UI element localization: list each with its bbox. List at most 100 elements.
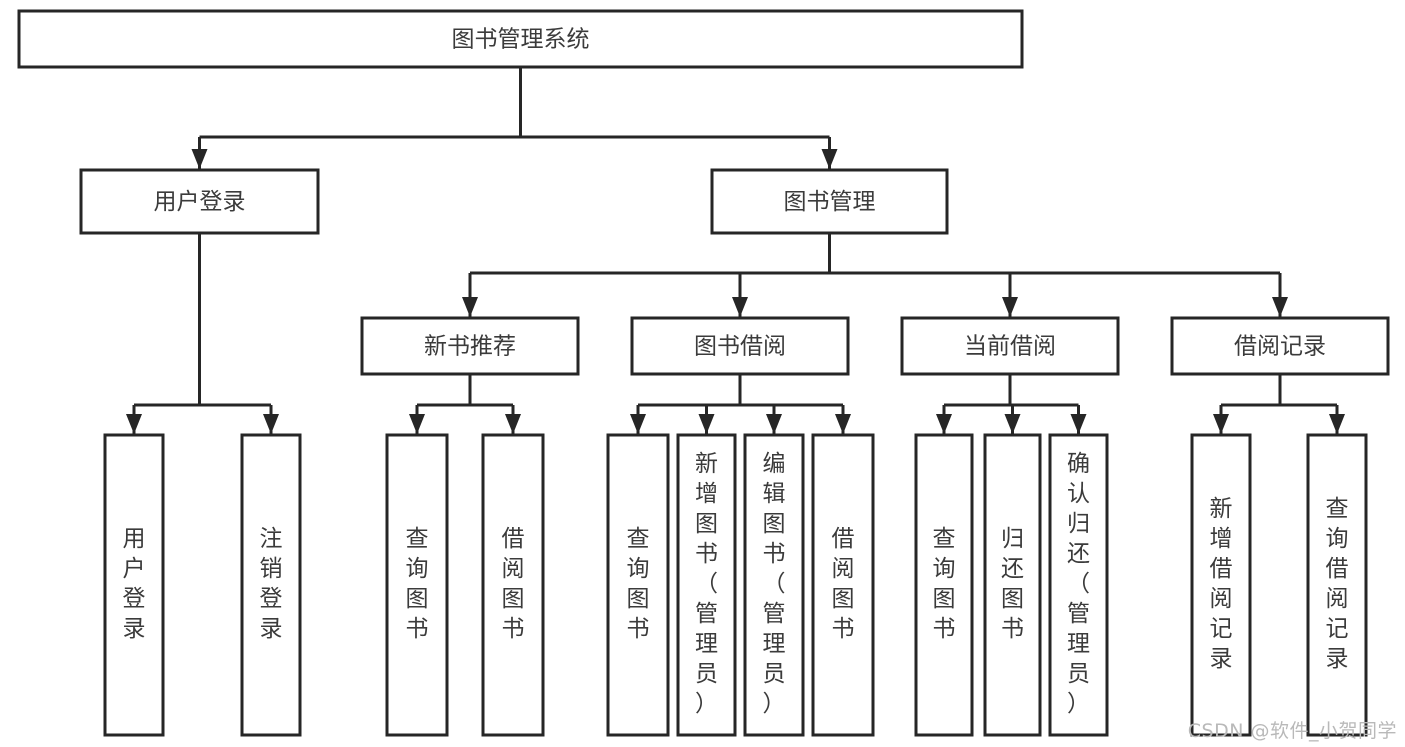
node-label-char: 新 <box>1210 496 1233 522</box>
arrow-head-icon <box>821 149 838 169</box>
node-box[interactable] <box>1306 433 1368 737</box>
node-label-char: 图 <box>1001 586 1024 612</box>
node-box[interactable] <box>630 316 850 376</box>
node-label-char: 还 <box>1067 541 1090 567</box>
node-label-char: 图 <box>695 511 718 537</box>
node-label-char: 图 <box>832 586 855 612</box>
node-box[interactable] <box>1170 316 1390 376</box>
arrow-head-icon <box>409 414 425 434</box>
node-book-management[interactable]: 图书管理 <box>710 168 949 235</box>
node-label-char: 阅 <box>832 556 855 582</box>
node-label-char: ） <box>695 691 718 717</box>
node-label-char: 借 <box>502 526 525 552</box>
node-label-char: 借 <box>1326 556 1349 582</box>
node-box[interactable] <box>481 433 545 737</box>
node-box[interactable] <box>811 433 875 737</box>
arrow-head-icon <box>263 414 279 434</box>
node-box[interactable] <box>710 168 949 235</box>
node-label-char: 用 <box>123 526 146 552</box>
node-box[interactable] <box>676 433 737 737</box>
node-layer: 图书管理系统用户登录图书管理新书推荐图书借阅当前借阅借阅记录用户登录注销登录查询… <box>17 9 1390 737</box>
node-undefined[interactable]: 图书管理系统 <box>17 9 1024 69</box>
node-label-char: 录 <box>260 616 283 642</box>
node-label-char: 增 <box>1210 526 1233 552</box>
node-label-char: 理 <box>695 631 718 657</box>
node-label-char: 认 <box>1067 481 1090 507</box>
node-label-char: 查 <box>406 526 429 552</box>
node-label-char: 书 <box>832 616 855 642</box>
node-label-char: 确 <box>1067 451 1090 477</box>
node-box[interactable] <box>385 433 449 737</box>
node-box[interactable] <box>360 316 580 376</box>
node-box[interactable] <box>103 433 165 737</box>
node-box[interactable] <box>1190 433 1252 737</box>
node-label: 用户登录 <box>154 189 246 215</box>
node-box[interactable] <box>983 433 1042 737</box>
node-label-char: 阅 <box>1210 586 1233 612</box>
arrow-head-icon <box>835 414 851 434</box>
node-borrow-record[interactable]: 借阅记录 <box>1170 316 1390 376</box>
arrow-head-icon <box>462 297 478 317</box>
node-current-borrow[interactable]: 当前借阅 <box>900 316 1120 376</box>
node-label-char: （ <box>695 571 718 597</box>
node-label-char: 图 <box>763 511 786 537</box>
arrow-head-icon <box>126 414 142 434</box>
arrow-head-icon <box>1329 414 1345 434</box>
node-label-char: 借 <box>1210 556 1233 582</box>
arrow-head-icon <box>1272 297 1288 317</box>
node-label: 新书推荐 <box>424 334 516 360</box>
node-user-login[interactable]: 用户登录 <box>79 168 320 235</box>
arrow-head-icon <box>505 414 521 434</box>
node-leaf-user-login[interactable]: 用户登录 <box>103 433 165 737</box>
node-label-char: 借 <box>832 526 855 552</box>
node-label: 当前借阅 <box>964 334 1056 360</box>
node-box[interactable] <box>900 316 1120 376</box>
node-label: 图书借阅 <box>694 334 786 360</box>
node-label-char: 管 <box>695 601 718 627</box>
node-label-char: 还 <box>1001 556 1024 582</box>
node-label-char: 销 <box>260 556 283 582</box>
node-box[interactable] <box>1048 433 1109 737</box>
arrow-head-icon <box>732 297 748 317</box>
node-label-char: 询 <box>627 556 650 582</box>
node-label-char: 书 <box>406 616 429 642</box>
node-label-char: ） <box>1067 691 1090 717</box>
node-box[interactable] <box>240 433 302 737</box>
arrow-head-icon <box>766 414 782 434</box>
node-box[interactable] <box>606 433 670 737</box>
node-label-char: ） <box>763 691 786 717</box>
node-book-borrow[interactable]: 图书借阅 <box>630 316 850 376</box>
node-label-char: 员 <box>763 661 786 687</box>
node-box[interactable] <box>79 168 320 235</box>
arrow-head-icon <box>191 149 208 169</box>
node-label-char: 询 <box>406 556 429 582</box>
node-label-char: 书 <box>1001 616 1024 642</box>
node-label-char: 查 <box>1326 496 1349 522</box>
node-label-char: 理 <box>763 631 786 657</box>
node-box[interactable] <box>17 9 1024 69</box>
node-new-book-recommend[interactable]: 新书推荐 <box>360 316 580 376</box>
arrow-head-icon <box>698 414 715 434</box>
node-label-char: 记 <box>1210 616 1233 642</box>
node-label-char: 登 <box>123 586 146 612</box>
arrow-head-icon <box>630 414 646 434</box>
node-label-char: 书 <box>627 616 650 642</box>
node-label-char: 记 <box>1326 616 1349 642</box>
node-label-char: 管 <box>1067 601 1090 627</box>
node-box[interactable] <box>914 433 974 737</box>
node-label-char: 员 <box>695 661 718 687</box>
node-label-char: 查 <box>933 526 956 552</box>
node-box[interactable] <box>743 433 805 737</box>
